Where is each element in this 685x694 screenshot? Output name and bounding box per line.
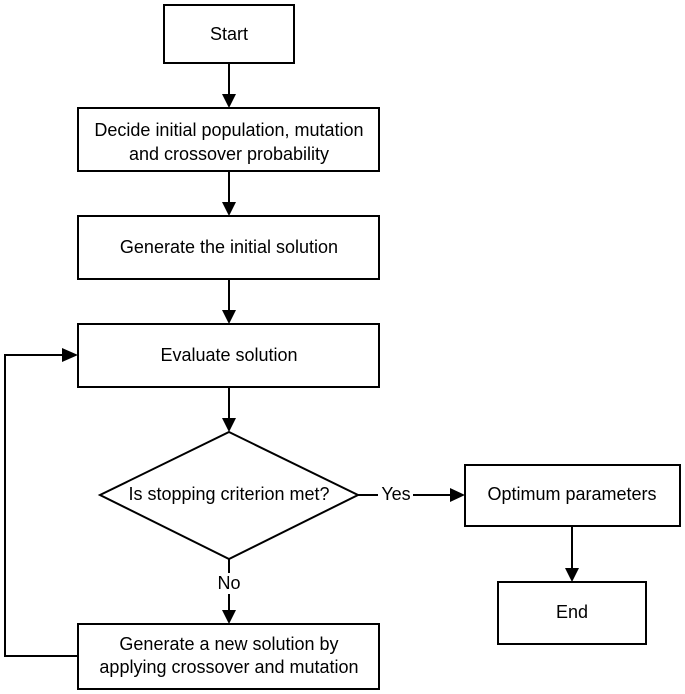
evaluate-label: Evaluate solution: [160, 345, 297, 365]
end-node: End: [497, 581, 647, 645]
decide-parameters-line2: and crossover probability: [129, 144, 329, 164]
evaluate-node: Evaluate solution: [77, 323, 380, 388]
arrow-start-to-decide: [222, 63, 236, 108]
no-label: No: [217, 573, 240, 593]
arrow-optimum-to-end: [565, 526, 579, 582]
arrow-no-to-generate-new: No: [217, 559, 241, 624]
optimum-parameters-node: Optimum parameters: [464, 464, 681, 527]
arrow-loop-back-to-evaluate: [4, 348, 78, 657]
start-node: Start: [163, 4, 295, 64]
end-label: End: [556, 602, 588, 622]
stopping-criterion-label: Is stopping criterion met?: [128, 484, 329, 504]
optimum-parameters-label: Optimum parameters: [487, 484, 656, 504]
generate-new-solution-node: Generate a new solution by applying cros…: [77, 623, 380, 690]
decide-parameters-line1: Decide initial population, mutation: [94, 120, 363, 140]
stopping-criterion-decision: Is stopping criterion met?: [97, 430, 361, 561]
arrow-evaluate-to-decision: [222, 387, 236, 432]
generate-initial-label: Generate the initial solution: [120, 237, 338, 257]
generate-new-solution-line1: Generate a new solution by: [119, 634, 338, 654]
generate-new-solution-line2: applying crossover and mutation: [99, 657, 358, 677]
arrow-generate-initial-to-evaluate: [222, 279, 236, 324]
start-label: Start: [210, 24, 248, 44]
yes-label: Yes: [381, 484, 410, 504]
arrow-yes-to-optimum: Yes: [358, 484, 465, 504]
generate-initial-node: Generate the initial solution: [77, 215, 380, 280]
arrow-decide-to-generate-initial: [222, 171, 236, 216]
decide-parameters-node: Decide initial population, mutation and …: [77, 107, 380, 172]
